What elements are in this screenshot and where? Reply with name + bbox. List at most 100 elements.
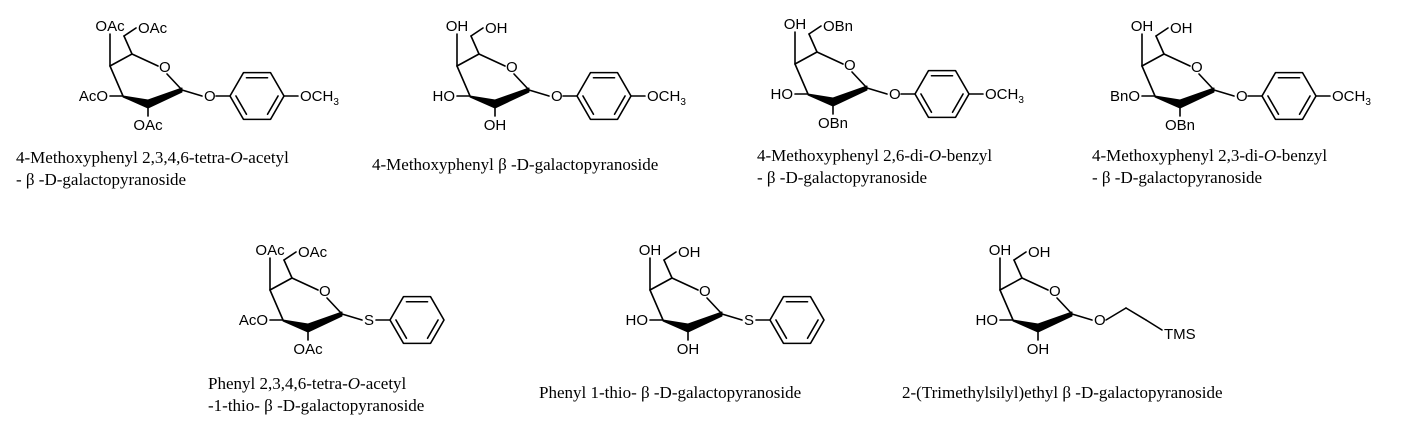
benzene-ring bbox=[576, 71, 632, 121]
caption-text: - β -D-galactopyranoside bbox=[757, 168, 927, 187]
bond-ch2-ch2 bbox=[1125, 307, 1147, 321]
methoxy-label: OCH3 bbox=[1332, 88, 1371, 108]
ring-bond-c4-c5 bbox=[999, 277, 1023, 291]
ring-bond-c5-o5 bbox=[291, 277, 319, 291]
compound-name-line: 2-(Trimethylsilyl)ethyl β -D-galactopyra… bbox=[902, 383, 1223, 402]
bond-c1-x1 bbox=[1213, 89, 1235, 97]
aromatic-double-bond bbox=[235, 95, 248, 116]
ring-bond-c4-c5 bbox=[794, 51, 818, 65]
bond-c1-x1 bbox=[866, 87, 888, 95]
caption-text: 4-Methoxyphenyl 2,3,4,6-tetra- bbox=[16, 148, 231, 167]
bond-c6-o6 bbox=[470, 27, 484, 37]
caption-italic: O bbox=[230, 148, 242, 167]
ring-wedge-c2-c1 bbox=[832, 85, 868, 107]
ring-bond-c4-c3 bbox=[269, 289, 284, 321]
ring-bond-c4-c3 bbox=[1141, 65, 1156, 97]
c6-substituent-label: OH bbox=[678, 244, 701, 261]
aromatic-double-bond bbox=[1267, 95, 1280, 116]
ring-bond-o5-c1 bbox=[1198, 73, 1215, 91]
ring-wedge-c3-c2 bbox=[807, 93, 834, 107]
caption-text: 2-(Trimethylsilyl)ethyl β -D-galactopyra… bbox=[902, 383, 1223, 402]
ring-wedge-c3-c2 bbox=[122, 95, 149, 109]
ring-bond-o5-c1 bbox=[166, 73, 183, 91]
caption-text: -acetyl bbox=[360, 374, 407, 393]
aromatic-double-bond bbox=[806, 319, 819, 340]
c6-substituent-label: OBn bbox=[823, 18, 853, 35]
bond-c1-x1 bbox=[1071, 313, 1093, 321]
ring-wedge-c2-c1 bbox=[307, 311, 343, 333]
ring-wedge-c2-c1 bbox=[687, 311, 723, 333]
ring-wedge-c3-c2 bbox=[1012, 319, 1039, 333]
benzene-ring bbox=[914, 69, 970, 119]
aromatic-double-bond bbox=[266, 95, 279, 116]
bond-c1-x1 bbox=[341, 313, 363, 321]
aromatic-double-bond bbox=[1298, 95, 1311, 116]
bond-c6-o6 bbox=[1013, 251, 1027, 261]
compound-name-line: 4-Methoxyphenyl 2,3,4,6-tetra-O-acetyl bbox=[16, 148, 289, 167]
bond-ch2-si bbox=[1145, 319, 1163, 331]
c3-substituent-label: HO bbox=[433, 88, 456, 105]
bond-c5-c6 bbox=[663, 259, 673, 279]
methoxy-subscript: 3 bbox=[680, 97, 686, 108]
aromatic-double-bond bbox=[920, 93, 933, 114]
bond-c5-c6 bbox=[808, 33, 818, 53]
ring-bond-c4-c3 bbox=[456, 65, 471, 97]
aromatic-double-bond bbox=[951, 93, 964, 114]
benzene-ring bbox=[389, 295, 445, 345]
ring-bond-c4-c5 bbox=[1141, 53, 1165, 67]
anomeric-link-label: O bbox=[1094, 312, 1106, 329]
ring-bond-o5-c1 bbox=[326, 297, 343, 315]
anomeric-link-label: O bbox=[204, 88, 216, 105]
c4-substituent-label: OH bbox=[446, 18, 469, 35]
ring-bond-c5-o5 bbox=[816, 51, 844, 65]
compound-name-line: 4-Methoxyphenyl 2,6-di-O-benzyl bbox=[757, 146, 992, 165]
bond-c5-c6 bbox=[283, 259, 293, 279]
methoxy-label: OCH3 bbox=[300, 88, 339, 108]
compound-name-line: 4-Methoxyphenyl β -D-galactopyranoside bbox=[372, 155, 658, 174]
aromatic-double-bond bbox=[582, 95, 595, 116]
caption-text: 4-Methoxyphenyl 2,6-di- bbox=[757, 146, 929, 165]
methoxy-subscript: 3 bbox=[333, 97, 339, 108]
c6-substituent-label: OAc bbox=[298, 244, 328, 261]
methoxy-subscript: 3 bbox=[1365, 97, 1371, 108]
ring-wedge-c3-c2 bbox=[1154, 95, 1181, 109]
caption-text: - β -D-galactopyranoside bbox=[16, 170, 186, 189]
c2-substituent-label: OH bbox=[1027, 341, 1050, 358]
c6-substituent-label: OH bbox=[485, 20, 508, 37]
c4-substituent-label: OAc bbox=[95, 18, 125, 35]
compound-name-line: - β -D-galactopyranoside bbox=[1092, 168, 1262, 187]
benzene-ring bbox=[1261, 71, 1317, 121]
ring-bond-c4-c3 bbox=[109, 65, 124, 97]
bond-c6-o6 bbox=[1155, 27, 1169, 37]
ring-bond-c5-o5 bbox=[131, 53, 159, 67]
bond-c6-o6 bbox=[283, 251, 297, 261]
ring-bond-c5-o5 bbox=[1021, 277, 1049, 291]
ring-bond-c4-c3 bbox=[999, 289, 1014, 321]
aromatic-double-bond bbox=[775, 319, 788, 340]
ring-bond-c5-o5 bbox=[1163, 53, 1191, 67]
c6-substituent-label: OH bbox=[1170, 20, 1193, 37]
caption-text: -1-thio- β -D-galactopyranoside bbox=[208, 396, 424, 415]
c3-substituent-label: HO bbox=[626, 312, 649, 329]
c4-substituent-label: OAc bbox=[255, 242, 285, 259]
ring-wedge-c2-c1 bbox=[1037, 311, 1073, 333]
compound-name-line: Phenyl 2,3,4,6-tetra-O-acetyl bbox=[208, 374, 407, 393]
c4-substituent-label: OH bbox=[639, 242, 662, 259]
aromatic-double-bond bbox=[395, 319, 408, 340]
ring-bond-c5-o5 bbox=[671, 277, 699, 291]
ring-oxygen-label: O bbox=[1191, 59, 1203, 76]
ring-bond-o5-c1 bbox=[706, 297, 723, 315]
compound-name-line: 4-Methoxyphenyl 2,3-di-O-benzyl bbox=[1092, 146, 1327, 165]
c2-substituent-label: OAc bbox=[133, 117, 163, 134]
aromatic-double-bond bbox=[426, 319, 439, 340]
ring-bond-o5-c1 bbox=[513, 73, 530, 91]
ring-bond-c4-c5 bbox=[109, 53, 133, 67]
bond-c5-c6 bbox=[123, 35, 133, 55]
ring-wedge-c2-c1 bbox=[494, 87, 530, 109]
anomeric-link-label: O bbox=[551, 88, 563, 105]
ring-bond-c4-c3 bbox=[649, 289, 664, 321]
